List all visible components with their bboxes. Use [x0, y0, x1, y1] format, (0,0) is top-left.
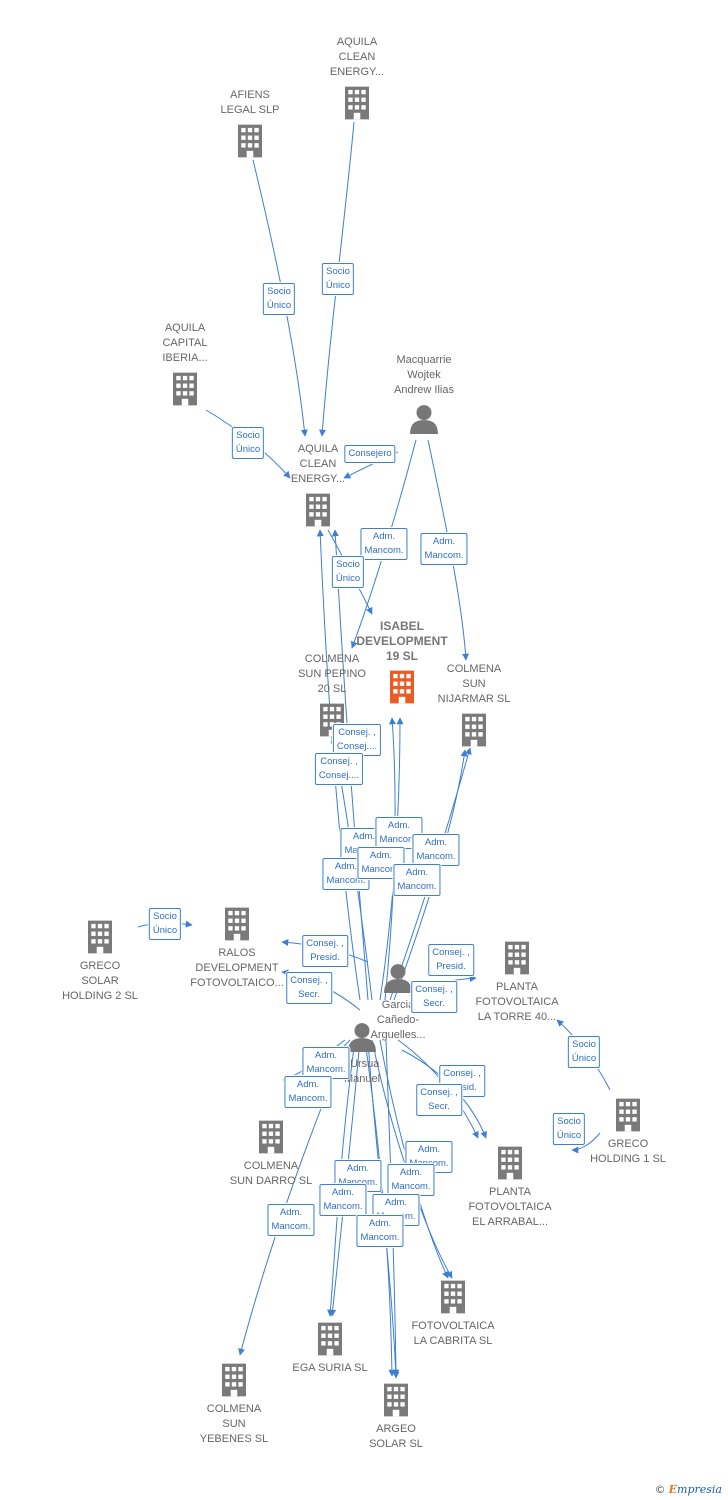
- relation-label[interactable]: Socio Único: [262, 283, 296, 315]
- node-label: COLMENA SUN NIJARMAR SL: [437, 663, 511, 705]
- relation-label[interactable]: Consej. , Consej....: [314, 753, 364, 785]
- node-label: AQUILA CLEAN ENERGY...: [290, 443, 346, 485]
- relation-label[interactable]: Socio Único: [231, 427, 265, 459]
- relation-label[interactable]: Socio Único: [331, 556, 365, 588]
- company-node-aquila-mid[interactable]: AQUILA CLEAN ENERGY...: [258, 442, 378, 527]
- relation-label[interactable]: Socio Único: [552, 1113, 586, 1145]
- relationship-edge: [571, 1132, 601, 1154]
- building-icon: [318, 1322, 342, 1356]
- node-label: Macquarrie Wojtek Andrew Ilias: [394, 354, 454, 396]
- node-label: PLANTA FOTOVOLTAICA LA TORRE 40...: [475, 981, 559, 1023]
- building-icon: [306, 493, 330, 527]
- company-node-ralos[interactable]: RALOS DEVELOPMENT FOTOVOLTAICO...: [177, 907, 297, 991]
- relation-label[interactable]: Adm. Mancom.: [412, 834, 460, 866]
- relation-label[interactable]: Socio Único: [567, 1036, 601, 1068]
- node-label: RALOS DEVELOPMENT FOTOVOLTAICO...: [190, 947, 284, 989]
- company-node-cabrita[interactable]: FOTOVOLTAICA LA CABRITA SL: [393, 1280, 513, 1349]
- building-icon: [88, 920, 112, 954]
- relation-label[interactable]: Socio Único: [148, 908, 182, 940]
- person-icon: [384, 964, 412, 993]
- relation-label[interactable]: Consejero: [344, 445, 396, 463]
- node-label: PLANTA FOTOVOLTAICA EL ARRABAL...: [468, 1186, 552, 1228]
- relation-label[interactable]: Adm. Mancom.: [302, 1047, 350, 1079]
- node-label: AQUILA CLEAN ENERGY...: [329, 36, 385, 78]
- building-icon: [616, 1098, 640, 1132]
- node-label: EGA SURIA SL: [292, 1362, 368, 1374]
- brand-name: mpresia: [677, 1483, 722, 1496]
- company-node-aquila-top[interactable]: AQUILA CLEAN ENERGY...: [297, 35, 417, 120]
- building-icon: [345, 86, 369, 120]
- relation-label[interactable]: Adm. Mancom.: [360, 528, 408, 560]
- relation-label[interactable]: Adm. Mancom.: [334, 1160, 382, 1192]
- person-node-macquarrie[interactable]: Macquarrie Wojtek Andrew Ilias: [364, 353, 484, 434]
- company-node-colmena-darro[interactable]: COLMENA SUN DARRO SL: [211, 1120, 331, 1189]
- building-icon: [505, 941, 529, 975]
- relation-label[interactable]: Socio Único: [321, 263, 355, 295]
- relation-label[interactable]: Adm. Mancom.: [319, 1184, 367, 1216]
- relation-label[interactable]: Consej. , Presid.: [302, 935, 348, 967]
- node-label: AFIENS LEGAL SLP: [220, 89, 280, 116]
- building-icon: [390, 670, 414, 704]
- company-node-colmena-nijarmar[interactable]: COLMENA SUN NIJARMAR SL: [414, 662, 534, 747]
- building-icon: [225, 907, 249, 941]
- person-node-garcia[interactable]: Garcia Cañedo- Arguelles...: [338, 963, 458, 1043]
- building-icon: [384, 1383, 408, 1417]
- relation-label[interactable]: Consej. , Secr.: [416, 1084, 462, 1116]
- company-node-planta-torre[interactable]: PLANTA FOTOVOLTAICA LA TORRE 40...: [457, 941, 577, 1025]
- company-node-planta-arrabal[interactable]: PLANTA FOTOVOLTAICA EL ARRABAL...: [450, 1146, 570, 1230]
- company-node-colmena-pepino[interactable]: COLMENA SUN PEPINO 20 SL: [272, 652, 392, 737]
- relation-label[interactable]: Consej. , Secr.: [286, 972, 332, 1004]
- node-label: ISABEL DEVELOPMENT 19 SL: [356, 619, 448, 663]
- relation-label[interactable]: Adm. Mancom.: [387, 1164, 435, 1196]
- relation-label[interactable]: Consej. , Consej....: [332, 724, 382, 756]
- company-node-yebenes[interactable]: COLMENA SUN YEBENES SL: [174, 1363, 294, 1447]
- building-icon: [173, 372, 197, 406]
- node-label: GRECO SOLAR HOLDING 2 SL: [62, 960, 138, 1002]
- company-node-isabel[interactable]: ISABEL DEVELOPMENT 19 SL: [342, 619, 462, 704]
- brand-initial: E: [668, 1483, 678, 1496]
- node-label: AQUILA CAPITAL IBERIA...: [162, 322, 208, 364]
- person-icon: [410, 405, 438, 434]
- company-node-afiens[interactable]: AFIENS LEGAL SLP: [190, 88, 310, 158]
- building-icon: [441, 1280, 465, 1314]
- relation-label[interactable]: Adm. Mancom.: [284, 1076, 332, 1108]
- company-node-greco1[interactable]: GRECO HOLDING 1 SL: [568, 1098, 688, 1167]
- relation-label[interactable]: Adm. Mancom.: [267, 1204, 315, 1236]
- relation-label[interactable]: Adm. Mancom.: [393, 864, 441, 896]
- company-node-aquila-capital[interactable]: AQUILA CAPITAL IBERIA...: [125, 321, 245, 406]
- node-label: COLMENA SUN DARRO SL: [229, 1160, 313, 1187]
- node-label: ARGEO SOLAR SL: [369, 1423, 423, 1450]
- node-label: Garcia Cañedo- Arguelles...: [370, 999, 426, 1041]
- company-node-argeo[interactable]: ARGEO SOLAR SL: [336, 1383, 456, 1452]
- node-label: COLMENA SUN PEPINO 20 SL: [298, 653, 366, 695]
- company-node-greco2[interactable]: GRECO SOLAR HOLDING 2 SL: [40, 920, 160, 1004]
- relation-label[interactable]: Consej. , Secr.: [411, 981, 457, 1013]
- building-icon: [498, 1146, 522, 1180]
- node-label: FOTOVOLTAICA LA CABRITA SL: [411, 1320, 495, 1347]
- relation-label[interactable]: Adm. Mancom.: [375, 817, 423, 849]
- company-node-ega[interactable]: EGA SURIA SL: [270, 1322, 390, 1376]
- copyright-symbol: ©: [654, 1483, 666, 1496]
- building-icon: [259, 1120, 283, 1154]
- building-icon: [222, 1363, 246, 1397]
- node-label: COLMENA SUN YEBENES SL: [199, 1403, 269, 1445]
- relation-label[interactable]: Consej. , Presid.: [428, 944, 474, 976]
- relation-label[interactable]: Adm. Mancom.: [356, 1215, 404, 1247]
- node-label: GRECO HOLDING 1 SL: [590, 1138, 666, 1165]
- building-icon: [462, 713, 486, 747]
- building-icon: [238, 124, 262, 158]
- relationship-edge: [331, 529, 369, 1001]
- relation-label[interactable]: Adm. Mancom.: [420, 533, 468, 565]
- person-icon: [348, 1023, 376, 1052]
- empresia-watermark[interactable]: ©Empresia: [655, 1483, 722, 1496]
